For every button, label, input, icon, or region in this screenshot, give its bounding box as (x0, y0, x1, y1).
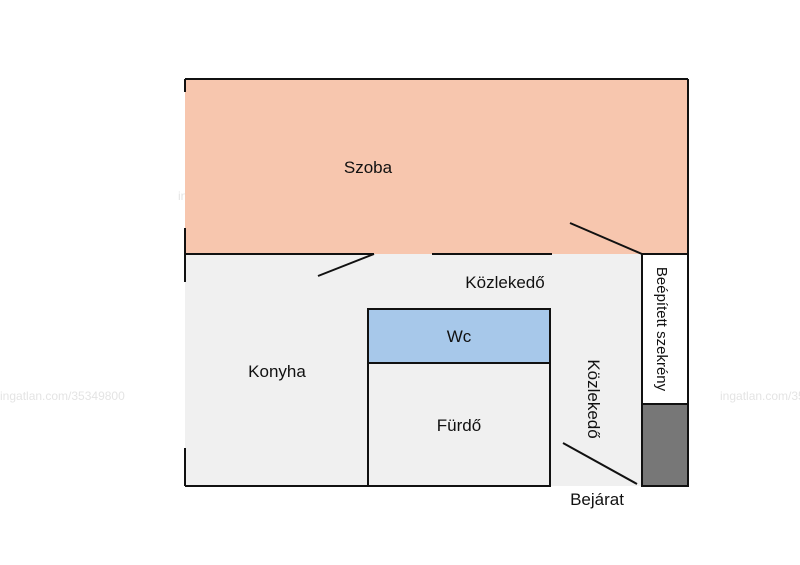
room-beepitett-szekreny (641, 253, 689, 405)
walls (184, 78, 689, 487)
door-swing-2 (569, 222, 643, 255)
dark-block (641, 403, 689, 487)
label-beepitett-szekreny: Beépített szekrény (653, 267, 670, 392)
label-bejarat: Bejárat (570, 490, 624, 509)
watermark: ingatlan.com/35349800 (0, 389, 125, 403)
watermark: ingatlan.com/35349800 (720, 389, 800, 403)
door-swing-1 (317, 253, 375, 277)
label-kozlekedo-side: Közlekedő (584, 359, 603, 438)
room-szoba (185, 79, 688, 254)
label-szoba: Szoba (344, 158, 393, 177)
label-furdo: Fürdő (437, 416, 481, 435)
room-furdo (367, 362, 551, 487)
room-wc (367, 308, 551, 364)
label-konyha: Konyha (248, 362, 306, 381)
label-kozlekedo-top: Közlekedő (465, 273, 544, 292)
label-wc: Wc (447, 327, 472, 346)
door-swing-entrance (562, 442, 638, 485)
